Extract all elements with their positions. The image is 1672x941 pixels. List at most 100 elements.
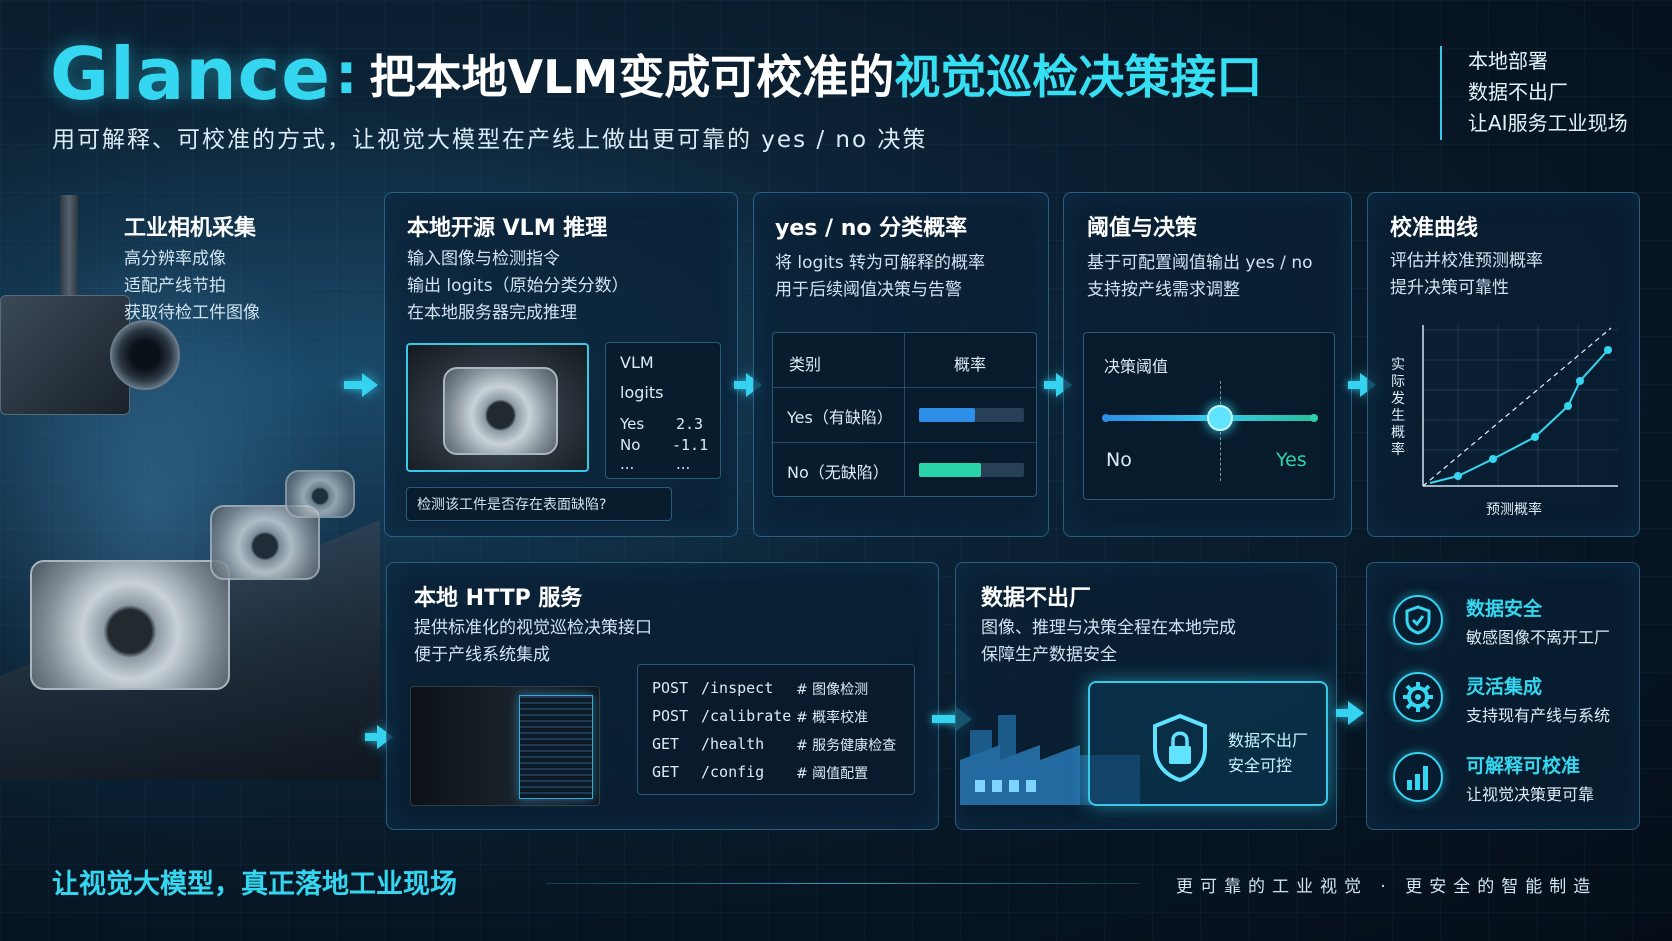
workpiece-image [443, 367, 558, 455]
threshold-slider-knob[interactable] [1207, 405, 1234, 431]
threshold-desc-2: 支持按产线需求调整 [1087, 280, 1240, 300]
endpoint-path: /health [701, 735, 765, 753]
threshold-box-title: 决策阈值 [1104, 357, 1169, 376]
calib-ylabel: 实 际 发 生 概 率 [1390, 357, 1406, 459]
shield-icon [1393, 595, 1443, 645]
gear-icon [1393, 672, 1443, 722]
workpiece-image [30, 560, 230, 690]
ylabel-char: 率 [1391, 442, 1405, 458]
footer-tagline: 更可靠的工业视觉 · 更安全的智能制造 [1176, 877, 1598, 897]
calib-point [1576, 377, 1584, 385]
brand-name: Glance [50, 32, 332, 116]
gear-icon-svg [1403, 682, 1433, 712]
endpoint-method: GET [652, 763, 680, 781]
flow-arrow-icon [362, 373, 378, 397]
camera-desc-3: 获取待检工件图像 [124, 303, 260, 323]
bar-chart-icon [1393, 752, 1443, 802]
lock-label-2: 安全可控 [1228, 756, 1293, 775]
flow-arrow-shaft [1336, 709, 1350, 717]
shield-icon-svg [1405, 605, 1431, 635]
calibration-curve-chart [1422, 325, 1618, 487]
vlm-desc-3: 在本地服务器完成推理 [407, 303, 577, 323]
http-desc-1: 提供标准化的视觉巡检决策接口 [414, 618, 652, 638]
logits-title-vlm: VLM [620, 353, 654, 372]
calib-desc-1: 评估并校准预测概率 [1390, 251, 1543, 271]
page-title: Glance : 把本地VLM变成可校准的 视觉巡检决策接口 [50, 32, 1262, 116]
calib-title: 校准曲线 [1390, 216, 1479, 241]
calib-diagonal [1422, 327, 1612, 487]
prob-desc-2: 用于后续阈值决策与告警 [775, 280, 962, 300]
calib-grid [1423, 325, 1618, 485]
endpoint-comment: # 概率校准 [796, 710, 869, 726]
vlm-title: 本地开源 VLM 推理 [407, 216, 608, 241]
flow-arrow-shaft [1044, 381, 1058, 389]
camera-title: 工业相机采集 [124, 216, 257, 241]
lock-label-1: 数据不出厂 [1228, 731, 1309, 750]
prob-bar-no [919, 463, 1024, 477]
flow-arrow-icon [1348, 701, 1364, 725]
label-yes: Yes [1276, 449, 1307, 471]
col-header-class: 类别 [789, 355, 822, 374]
vlm-desc-1: 输入图像与检测指令 [407, 249, 560, 269]
server-illustration [410, 686, 600, 806]
endpoint-comment: # 阈值配置 [796, 766, 869, 782]
header-tags: 本地部署 数据不出厂 让AI服务工业现场 [1440, 46, 1628, 140]
prob-bar-fill [919, 408, 975, 422]
endpoint-method: GET [652, 735, 680, 753]
threshold-dashed-line [1220, 381, 1221, 481]
table-row: Yes（有缺陷） [773, 387, 1036, 442]
data-desc-1: 图像、推理与决策全程在本地完成 [981, 618, 1236, 638]
footer-divider [546, 883, 1140, 884]
logit-value: 2.3 [676, 415, 704, 433]
threshold-desc-1: 基于可配置阈值输出 yes / no [1087, 253, 1313, 273]
feature-desc: 支持现有产线与系统 [1466, 706, 1611, 725]
calib-point [1531, 433, 1539, 441]
camera-desc-2: 适配产线节拍 [124, 276, 226, 296]
ylabel-char: 概 [1391, 425, 1405, 441]
vlm-desc-2: 输出 logits（原始分类分数） [407, 276, 629, 296]
slider-end-left [1102, 414, 1110, 422]
feature-title: 灵活集成 [1466, 676, 1543, 698]
endpoint-path: /calibrate [701, 707, 792, 725]
logit-label: Yes [620, 415, 645, 433]
table-divider [904, 333, 905, 496]
title-main: 把本地VLM变成可校准的 [369, 50, 895, 104]
calib-point [1564, 402, 1572, 410]
flow-arrow-shaft [932, 715, 958, 723]
footer-slogan: 让视觉大模型，真正落地工业现场 [52, 869, 457, 900]
tag-local-deploy: 本地部署 [1468, 49, 1548, 73]
logit-label: No [620, 436, 641, 454]
ylabel-char: 生 [1391, 408, 1405, 424]
ylabel-char: 实 [1391, 357, 1405, 373]
industrial-camera-illustration [0, 195, 180, 455]
endpoint-method: POST [652, 679, 689, 697]
col-header-prob: 概率 [954, 355, 987, 374]
camera-arm [60, 195, 78, 305]
ylabel-char: 发 [1391, 391, 1405, 407]
feature-title: 数据安全 [1466, 598, 1543, 620]
flow-arrow-shaft [734, 381, 748, 389]
bar-chart-icon-svg [1407, 766, 1428, 790]
camera-lens-icon [110, 320, 180, 390]
prob-bar-yes [919, 408, 1024, 422]
http-title: 本地 HTTP 服务 [414, 586, 583, 611]
prob-bar-fill [919, 463, 981, 477]
logit-label: ... [620, 455, 635, 473]
feature-desc: 敏感图像不离开工厂 [1466, 628, 1611, 647]
logits-title-logits: logits [620, 383, 664, 402]
flow-arrow-shaft [344, 381, 364, 389]
calib-points [1454, 346, 1612, 480]
tag-ai-service: 让AI服务工业现场 [1468, 111, 1628, 135]
ylabel-char: 际 [1391, 374, 1405, 390]
calib-point [1489, 455, 1497, 463]
prompt-input: 检测该工件是否存在表面缺陷? [406, 487, 672, 521]
title-colon: : [335, 41, 358, 107]
flow-arrow-shaft [365, 733, 379, 741]
title-accent: 视觉巡检决策接口 [894, 50, 1263, 104]
endpoint-method: POST [652, 707, 689, 725]
endpoint-comment: # 图像检测 [796, 682, 869, 698]
logits-box: VLM logits Yes 2.3 No -1.1 ... ... [605, 342, 721, 479]
shield-lock-icon [1153, 713, 1207, 783]
threshold-title: 阈值与决策 [1087, 216, 1198, 241]
data-desc-2: 保障生产数据安全 [981, 645, 1117, 665]
